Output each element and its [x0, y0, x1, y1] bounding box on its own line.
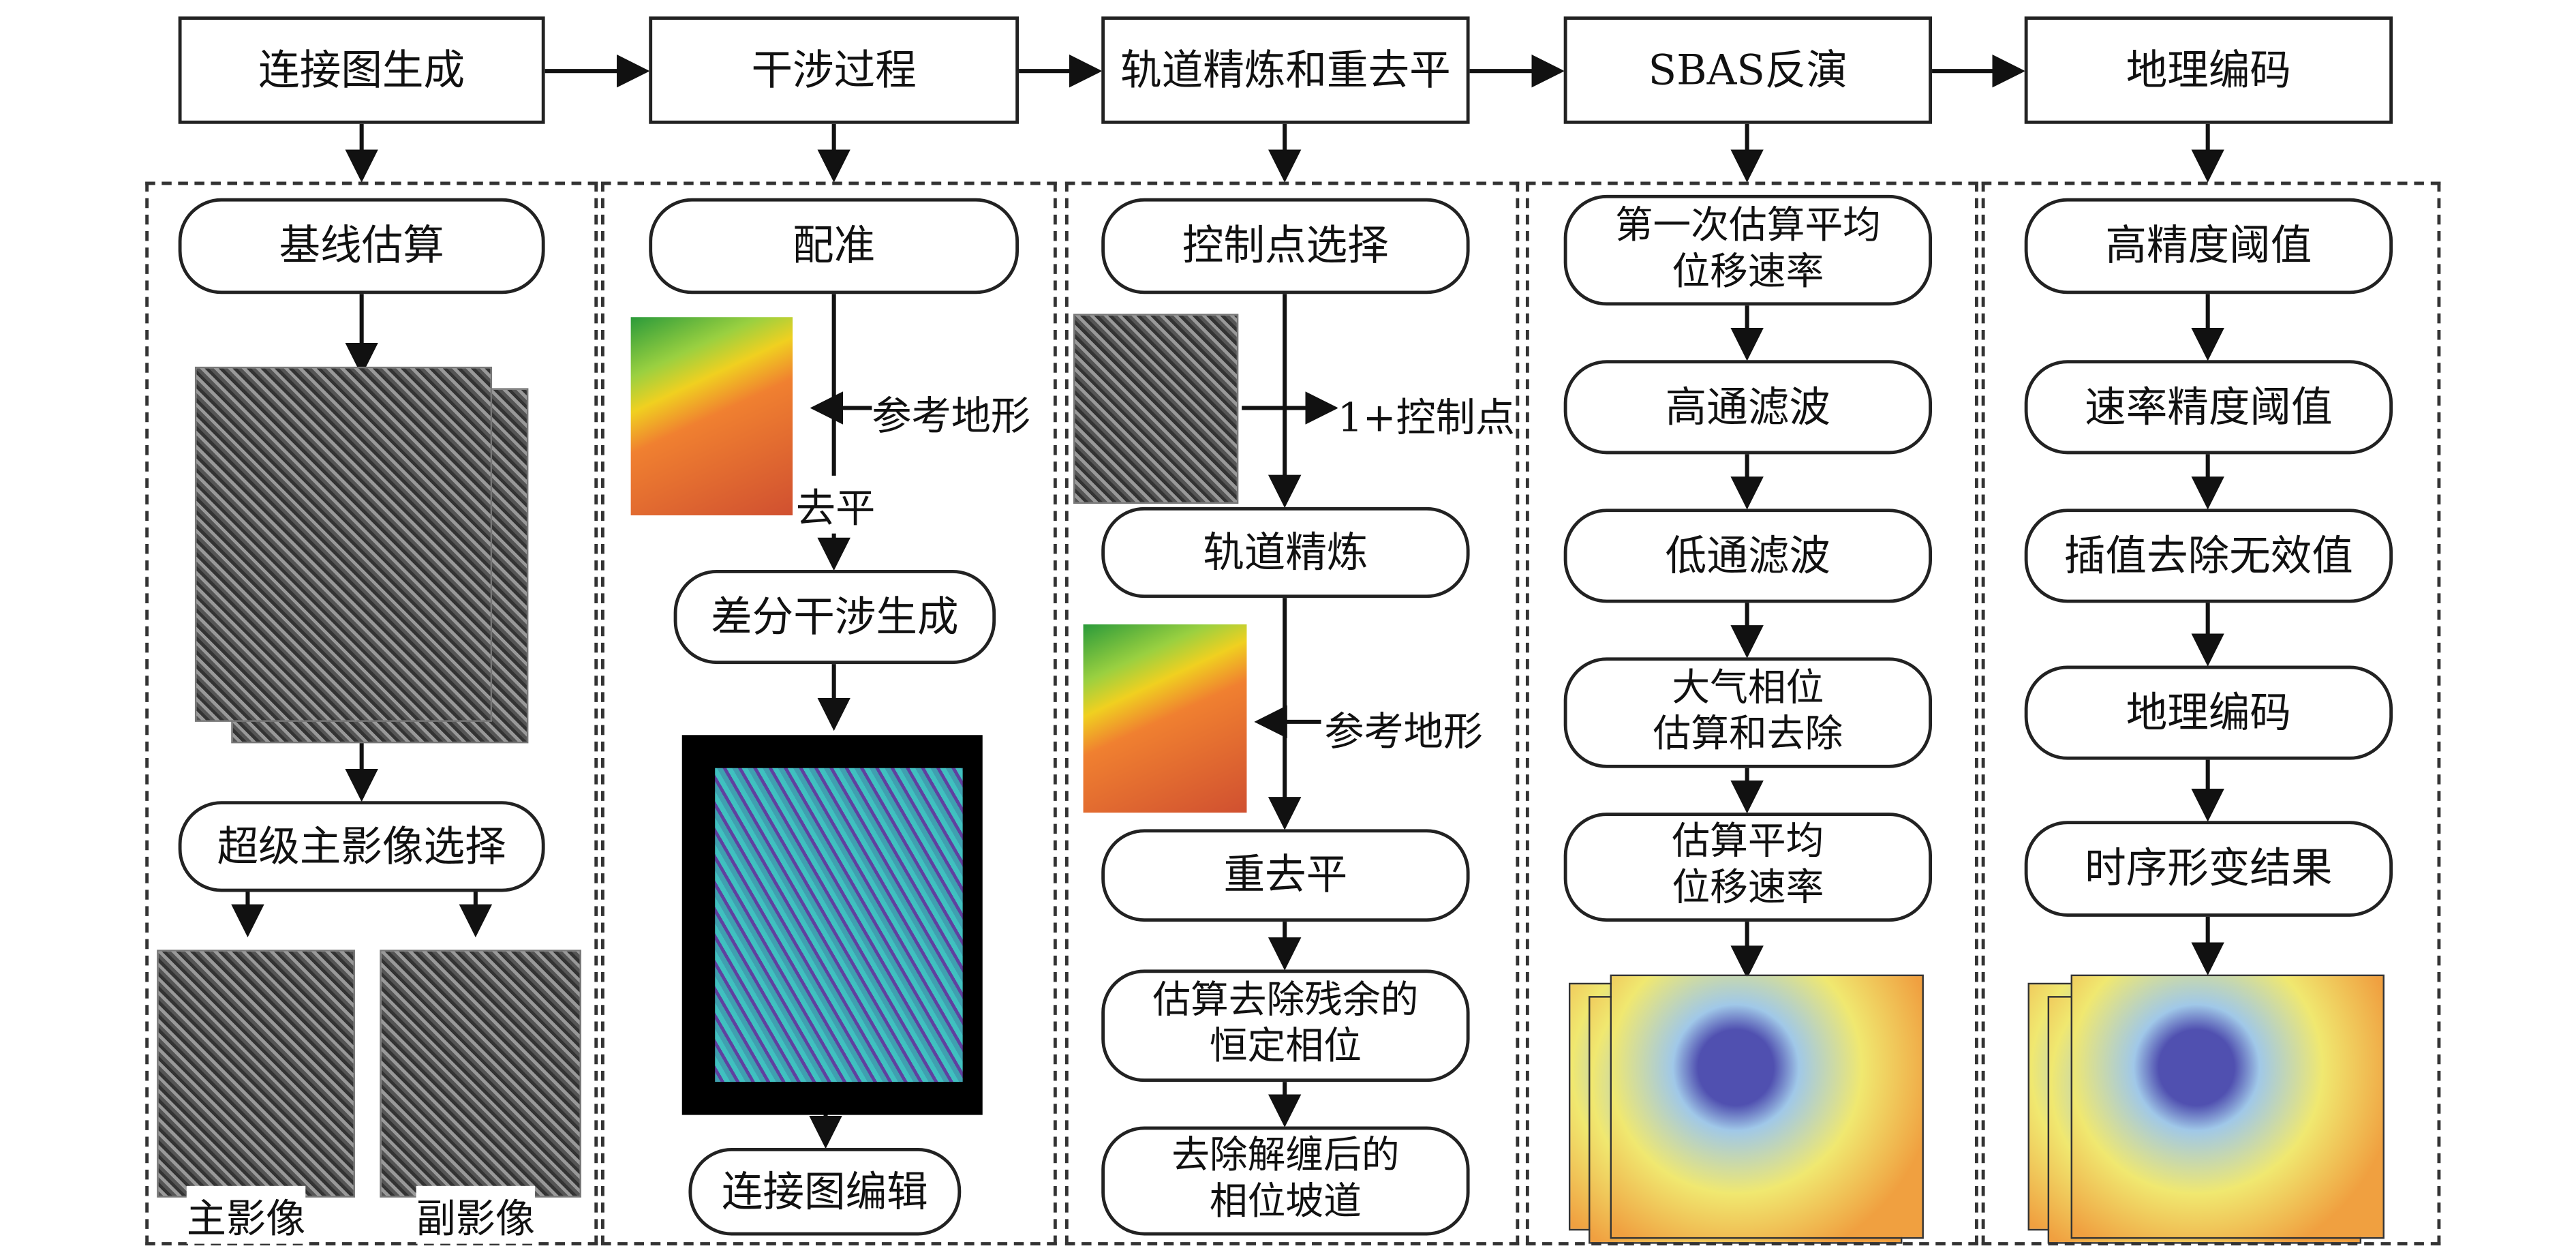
reference-terrain-label-2: 参考地形 — [1324, 698, 1483, 757]
step-geocoding: 地理编码 — [2024, 16, 2393, 124]
low-pass-filter: 低通滤波 — [1563, 509, 1933, 603]
baseline-estimation: 基线估算 — [178, 198, 545, 294]
slave-label: 副影像 — [416, 1185, 536, 1244]
reflattening: 重去平 — [1101, 829, 1470, 922]
master-image — [157, 950, 355, 1198]
column-5 — [1981, 181, 2441, 1246]
atmospheric-phase-removal: 大气相位 估算和去除 — [1563, 657, 1933, 768]
velocity-map — [1610, 974, 1924, 1239]
geocoding: 地理编码 — [2024, 665, 2393, 760]
interpolate-remove-invalid: 插值去除无效值 — [2024, 509, 2393, 603]
velocity-precision-threshold: 速率精度阈值 — [2024, 360, 2393, 455]
flattening-label: 去平 — [795, 475, 876, 534]
step-orbit-refinement: 轨道精炼和重去平 — [1101, 16, 1470, 124]
dem-image-2 — [1083, 624, 1247, 813]
column-3 — [1064, 181, 1520, 1246]
differential-interferogram-generation: 差分干涉生成 — [673, 569, 996, 665]
first-velocity-estimation: 第一次估算平均 位移速率 — [1563, 194, 1933, 306]
high-precision-threshold: 高精度阈值 — [2024, 198, 2393, 294]
gcp-label: 1+控制点 — [1337, 384, 1515, 443]
step-interferometry: 干涉过程 — [649, 16, 1019, 124]
column-1 — [145, 181, 598, 1246]
step-connection-graph: 连接图生成 — [178, 16, 545, 124]
mean-velocity-estimation: 估算平均 位移速率 — [1563, 813, 1933, 922]
orbit-refinement: 轨道精炼 — [1101, 506, 1470, 599]
time-series-deformation-result: 时序形变结果 — [2024, 821, 2393, 917]
column-4 — [1525, 181, 1978, 1246]
slave-image — [380, 950, 581, 1198]
column-2 — [601, 181, 1057, 1246]
sar-image — [194, 366, 493, 722]
interferogram-stack — [681, 735, 983, 1115]
deformation-map — [2070, 974, 2385, 1239]
residual-phase-estimation: 估算去除残余的 恒定相位 — [1101, 969, 1470, 1082]
reference-terrain-label: 参考地形 — [872, 383, 1031, 441]
coregistration: 配准 — [649, 198, 1019, 294]
control-point-image — [1073, 314, 1239, 504]
connection-graph-edit: 连接图编辑 — [688, 1148, 962, 1236]
step-sbas-inversion: SBAS反演 — [1563, 16, 1933, 124]
control-point-selection: 控制点选择 — [1101, 198, 1470, 294]
phase-ramp-removal: 去除解缠后的 相位坡道 — [1101, 1126, 1470, 1236]
high-pass-filter: 高通滤波 — [1563, 360, 1933, 455]
super-master-selection: 超级主影像选择 — [178, 801, 545, 892]
master-label: 主影像 — [186, 1185, 306, 1244]
dem-image — [630, 317, 793, 516]
